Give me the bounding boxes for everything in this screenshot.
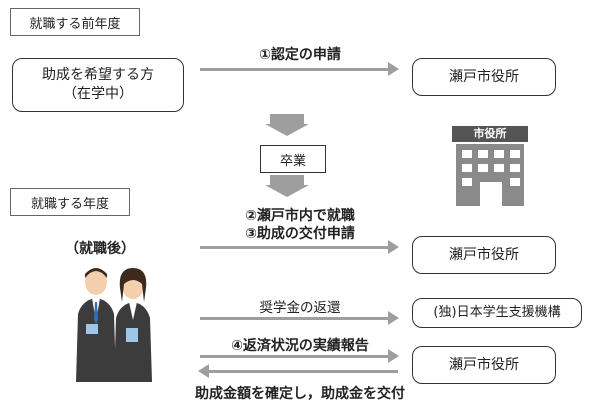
step1-arrow — [200, 68, 390, 71]
building-graphic — [452, 126, 528, 206]
step1-label: ①認定の申請 — [259, 47, 341, 63]
building-sign: 市役所 — [473, 127, 507, 140]
down-arrow-1-head — [265, 124, 309, 136]
city-office-box-3: 瀬戸市役所 — [412, 346, 556, 384]
step2-label: ②瀬戸市内で就職 — [245, 208, 355, 224]
applicant-box: 助成を希望する方 （在学中） — [12, 58, 184, 112]
step3-label: ③助成の交付申請 — [245, 226, 355, 242]
city-office-box-1: 瀬戸市役所 — [412, 58, 556, 96]
step4-arrow — [200, 355, 390, 358]
step4-arrowhead — [388, 349, 399, 363]
repayment-label: 奨学金の返還 — [259, 300, 341, 316]
applicant-label: 助成を希望する方 — [42, 67, 154, 84]
jasso-box: (独)日本学生支援機構 — [412, 298, 582, 328]
step4-label: ④返済状況の実績報告 — [231, 338, 369, 354]
city-office-box-2: 瀬戸市役所 — [412, 236, 556, 274]
grant-arrow — [208, 370, 398, 373]
repayment-arrow — [200, 317, 390, 320]
section-label-before-year: 就職する前年度 — [10, 8, 140, 36]
after-employment-label: （就職後） — [65, 241, 135, 257]
down-arrow-2-head — [265, 185, 309, 197]
step3-arrowhead — [388, 240, 399, 254]
grant-label: 助成金額を確定し，助成金を交付 — [195, 386, 405, 402]
graduates-illustration — [70, 262, 160, 382]
down-arrow-1-bar — [270, 114, 304, 124]
down-arrow-2-bar — [270, 175, 304, 185]
section-label-employment-year: 就職する年度 — [10, 188, 130, 216]
step3-arrow — [200, 246, 390, 249]
graduation-box: 卒業 — [260, 145, 326, 173]
applicant-sublabel: （在学中） — [63, 86, 133, 102]
step1-arrowhead — [388, 62, 399, 76]
grant-arrowhead — [198, 364, 209, 378]
repayment-arrowhead — [388, 311, 399, 325]
city-hall-building-icon: 市役所 — [440, 120, 550, 210]
